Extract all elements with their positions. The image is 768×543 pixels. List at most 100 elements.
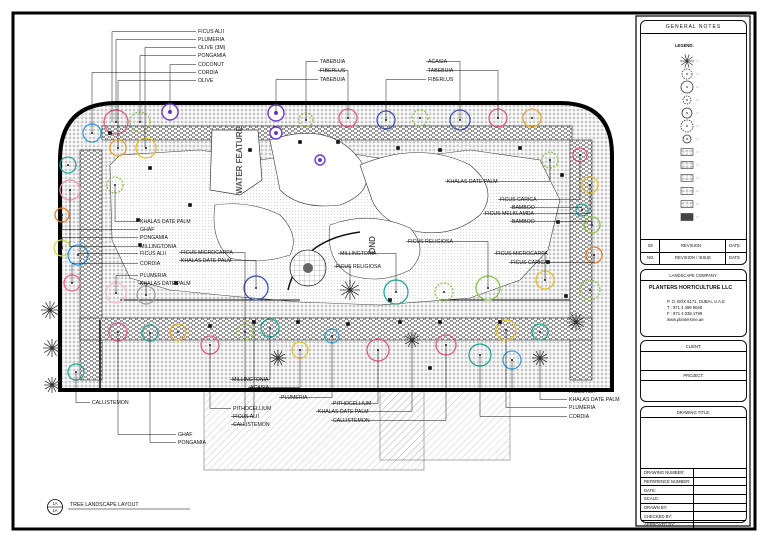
leader-line [305, 61, 318, 120]
tree-symbol [531, 323, 549, 341]
company-fax: F : 971 4 038 1799 [667, 311, 703, 316]
marker-square [174, 281, 178, 285]
general-notes-title: GENERAL NOTES [665, 24, 722, 30]
plant-label: PLUMERIA [569, 405, 596, 411]
leader-line [139, 55, 196, 122]
plant-label: FICUS ALII [233, 414, 259, 420]
legend-symbol [682, 95, 699, 105]
plant-label: TABEBUIA [320, 77, 346, 83]
drawing-info-label: REFERENCE NUMBER: [644, 478, 691, 484]
plant-label: ACASIA [250, 385, 270, 391]
tree-symbol [269, 126, 283, 140]
water-feature-label: WATER FEATURE [235, 125, 244, 193]
leader-line [498, 155, 581, 200]
plant-label: COCONUT [198, 62, 225, 68]
marker-square [388, 298, 392, 302]
pond-label: OND [368, 236, 377, 254]
leader-line [61, 237, 138, 248]
leader-line [230, 328, 271, 380]
leader-line [115, 39, 196, 122]
tree-symbol [169, 323, 187, 341]
revision-col-no: NO. [647, 255, 655, 260]
legend-symbol [680, 213, 699, 221]
leader-line [279, 336, 333, 398]
drawing-info-label: APPROVED BY: [644, 522, 675, 528]
marker-square [398, 320, 402, 324]
general-notes-panel: GENERAL NOTES LEGEND: 08 REVISION DATE N… [640, 20, 747, 265]
tree-symbol [532, 350, 548, 366]
company-panel: LANDSCAPE COMPANY: PLANTERS HORTICULTURE… [640, 269, 747, 337]
legend-symbols [680, 54, 699, 221]
tree-symbol [135, 137, 157, 159]
drawing-info-table: DRAWING NUMBER: REFERENCE NUMBER:DATE:SCA… [641, 468, 746, 529]
leader-line [144, 47, 196, 148]
tree-symbol [44, 377, 60, 393]
leader-line [510, 221, 593, 225]
leader-line [479, 355, 567, 417]
drawing-info-label: SCALE: [644, 496, 659, 502]
company-phone: T : 971 4 499 8048 [667, 305, 703, 310]
leader-line [149, 333, 176, 443]
marker-square [428, 366, 432, 370]
plant-label: GHAF [178, 432, 192, 438]
legend-symbol [680, 80, 699, 94]
plant-label: OLIVE [198, 78, 214, 84]
plant-label: PONGAMIA [140, 235, 168, 241]
plant-label: KHALAS DATE PALM [140, 219, 191, 225]
legend-symbol [682, 134, 699, 144]
drawing-info-row: SCALE: [641, 494, 746, 503]
leader-line [71, 263, 138, 283]
marker-square [438, 320, 442, 324]
leader-line [275, 79, 318, 113]
drawing-info-row: DATE: [641, 485, 746, 495]
marker-square [438, 148, 442, 152]
plant-label: FICUS MICROCARPA [496, 251, 548, 257]
drawing-title-header: DRAWING TITLE: [676, 410, 711, 415]
plant-label: FICUS CARICA [500, 197, 537, 203]
plant-label: PITHOCELLIUM [233, 406, 271, 412]
leader-line [426, 61, 461, 120]
plant-label: CORDIA [140, 261, 161, 267]
leader-line [114, 185, 138, 222]
leader-line [69, 190, 138, 247]
plant-label: FICUS CARICA [511, 260, 548, 266]
leader-line [334, 266, 351, 290]
leader-line [117, 332, 176, 435]
marker-square [546, 260, 550, 264]
plant-label: MILLINGTONIA [340, 251, 377, 257]
plant-label: PONGAMIA [198, 53, 226, 59]
tree-symbol [411, 109, 429, 127]
revision-col-date: DATE [729, 255, 740, 260]
plant-label: GHAF [140, 227, 154, 233]
leader-line [248, 350, 301, 388]
leader-line [77, 253, 138, 255]
legend-label: LEGEND: [675, 43, 694, 48]
client-header: CLIENT: [685, 344, 702, 349]
leader-line [91, 72, 196, 133]
tree-symbol [43, 339, 61, 357]
leader-line [331, 345, 447, 421]
drawing-info-row: APPROVED BY: [641, 520, 746, 529]
leader-line [511, 360, 567, 392]
marker-square [136, 218, 140, 222]
legend-symbol [680, 54, 699, 68]
revision-row-rev: REVISION [681, 243, 702, 248]
legend-symbol [681, 68, 699, 80]
drawing-info-label: DRAWING NUMBER: [644, 470, 685, 476]
plant-label: FICUS ALII [140, 251, 166, 257]
title-block [635, 15, 751, 527]
plant-label: MILLINGTONIA [140, 244, 177, 250]
leader-line [169, 64, 196, 112]
marker-square [188, 203, 192, 207]
company-name: PLANTERS HORTICULTURE LLC [649, 285, 733, 291]
marker-square [138, 243, 142, 247]
leader-line [331, 350, 379, 404]
plant-label: FICUS ALII [569, 389, 595, 395]
plant-label: CALLISTEMON [333, 418, 370, 424]
revision-row-date: DATE [729, 243, 740, 248]
plant-label: KHALAS DATE PALM [181, 258, 232, 264]
tree-symbol [434, 282, 454, 302]
drawing-info-label: DRAWN BY: [644, 505, 668, 511]
marker-square [336, 140, 340, 144]
leader-line [138, 283, 147, 295]
